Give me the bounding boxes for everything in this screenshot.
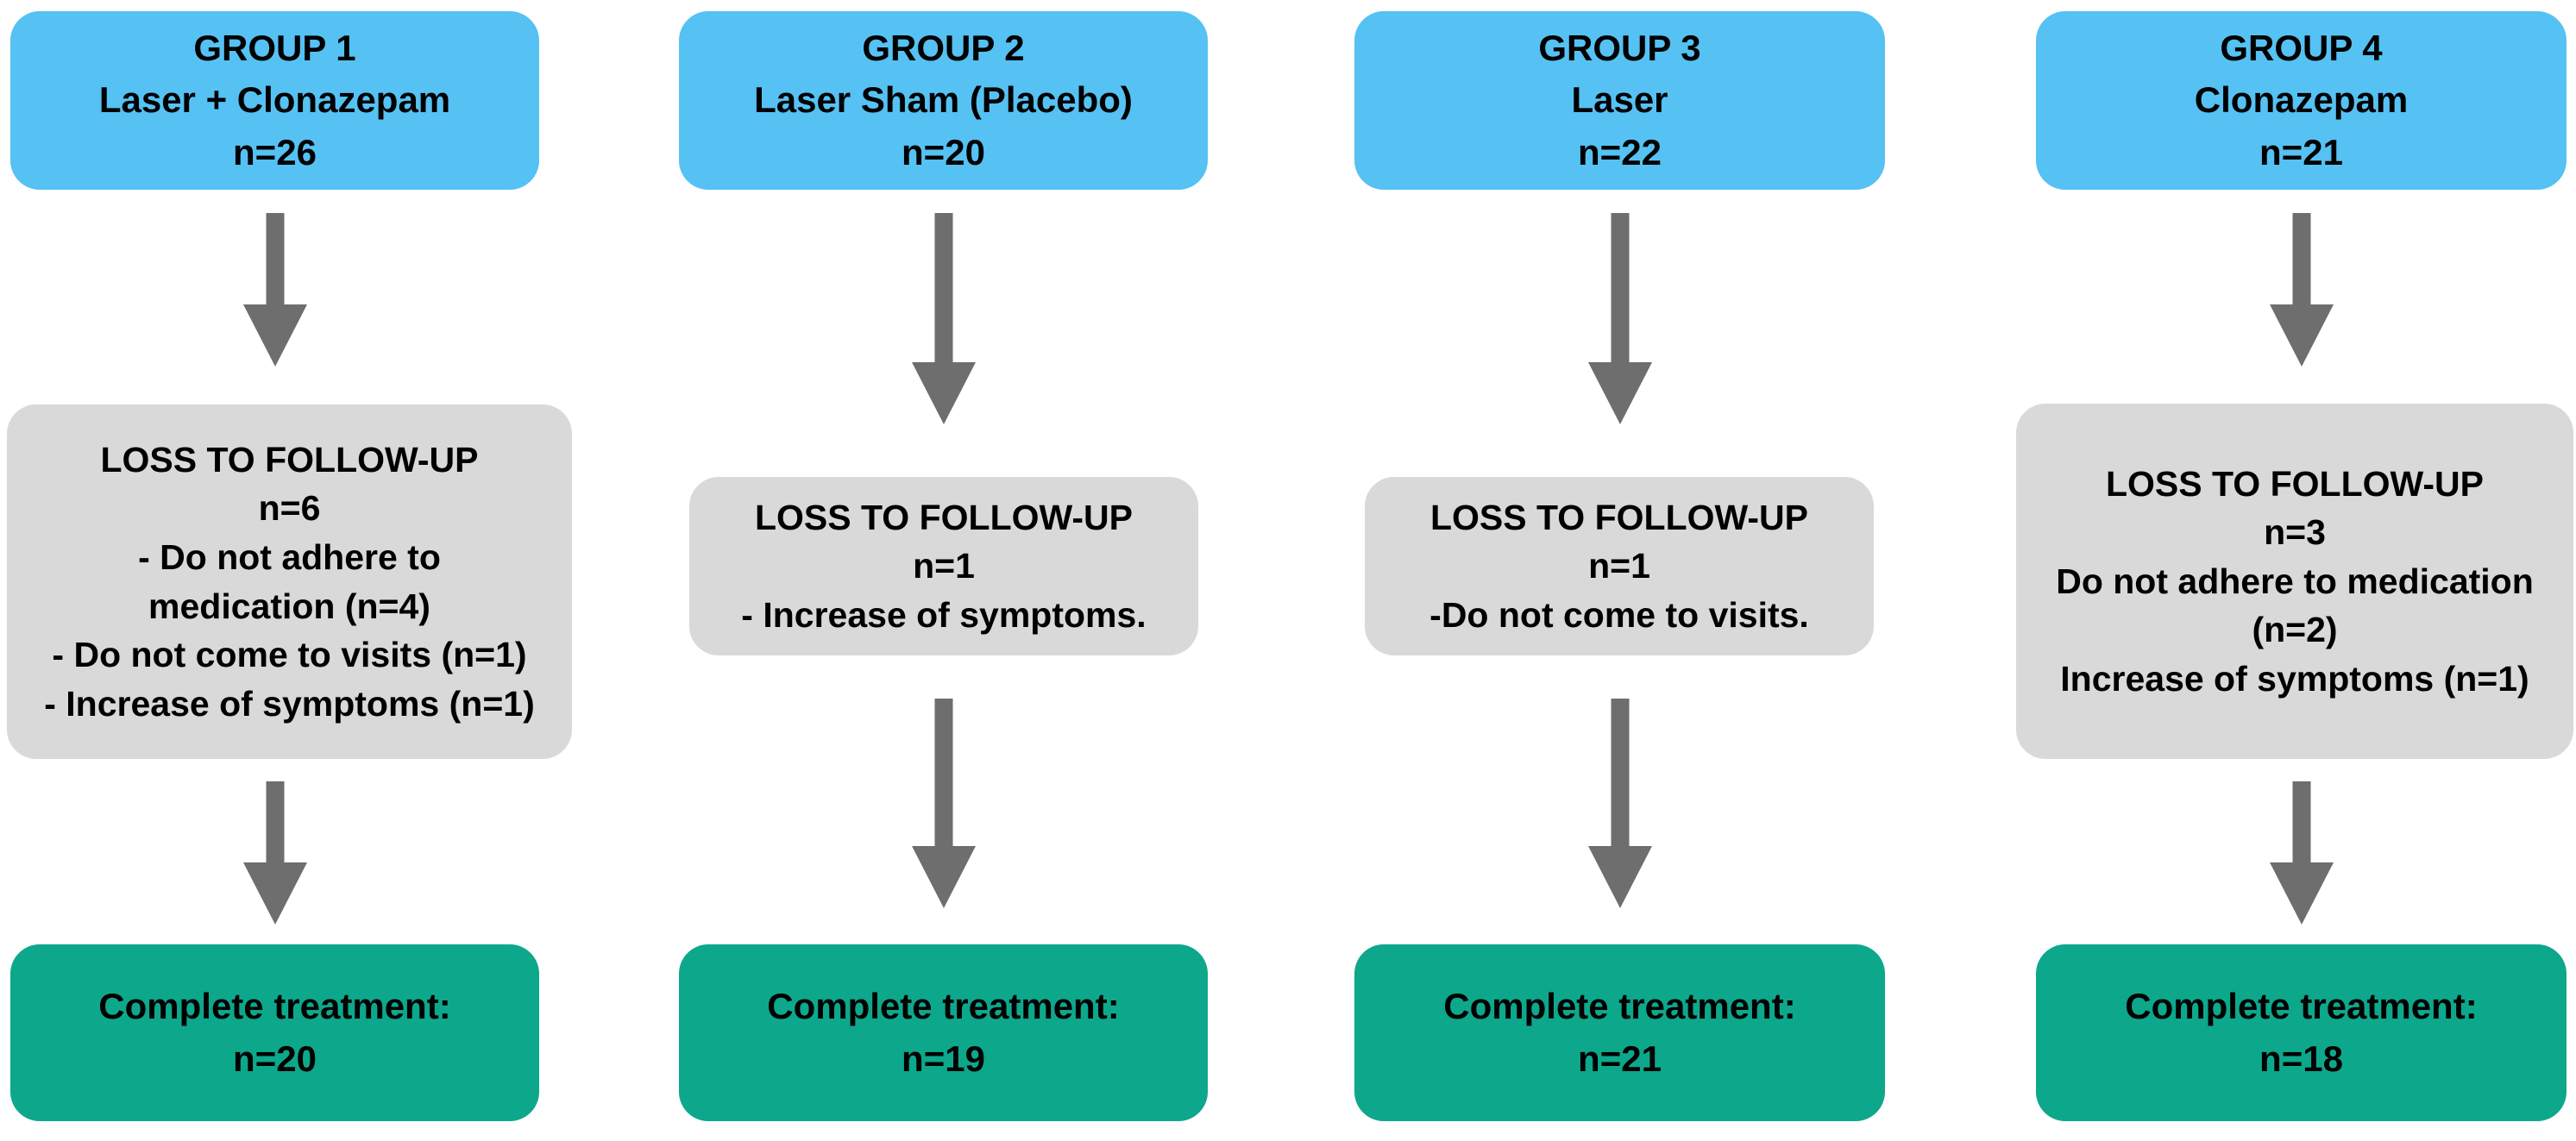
down-arrow-icon <box>1587 213 1652 424</box>
complete-treatment-box: Complete treatment: n=18 <box>2036 944 2567 1121</box>
group-allocation-box: GROUP 1 Laser + Clonazepam n=26 <box>10 11 539 190</box>
group-allocation-box: GROUP 3 Laser n=22 <box>1354 11 1885 190</box>
arrow-stem <box>2292 781 2310 864</box>
arrow-stem <box>934 213 952 364</box>
complete-treatment-box: Complete treatment: n=19 <box>679 944 1208 1121</box>
arrow-head <box>2269 862 2334 925</box>
arrow-stem <box>1611 699 1629 848</box>
arrow-stem <box>2292 213 2310 306</box>
arrow-stem <box>266 781 284 864</box>
flow-column-group-4: GROUP 4 Clonazepam n=21 LOSS TO FOLLOW-U… <box>2016 0 2573 1141</box>
arrow-head <box>1587 846 1652 908</box>
arrow-stem <box>934 699 952 848</box>
down-arrow-icon <box>242 781 307 925</box>
complete-treatment-box: Complete treatment: n=21 <box>1354 944 1885 1121</box>
arrow-head <box>2269 304 2334 367</box>
loss-to-follow-up-box: LOSS TO FOLLOW-UP n=1 -Do not come to vi… <box>1365 477 1874 655</box>
flow-column-group-2: GROUP 2 Laser Sham (Placebo) n=20 LOSS T… <box>679 0 1208 1141</box>
loss-to-follow-up-box: LOSS TO FOLLOW-UP n=1 - Increase of symp… <box>689 477 1198 655</box>
arrow-stem <box>266 213 284 306</box>
down-arrow-icon <box>2269 213 2334 367</box>
group-allocation-box: GROUP 4 Clonazepam n=21 <box>2036 11 2567 190</box>
arrow-head <box>911 362 976 424</box>
arrow-head <box>242 862 307 925</box>
loss-to-follow-up-box: LOSS TO FOLLOW-UP n=3 Do not adhere to m… <box>2016 404 2573 759</box>
flow-column-group-3: GROUP 3 Laser n=22 LOSS TO FOLLOW-UP n=1… <box>1354 0 1885 1141</box>
arrow-stem <box>1611 213 1629 364</box>
complete-treatment-box: Complete treatment: n=20 <box>10 944 539 1121</box>
group-allocation-box: GROUP 2 Laser Sham (Placebo) n=20 <box>679 11 1208 190</box>
arrow-head <box>1587 362 1652 424</box>
down-arrow-icon <box>1587 699 1652 908</box>
down-arrow-icon <box>911 699 976 908</box>
down-arrow-icon <box>2269 781 2334 925</box>
down-arrow-icon <box>242 213 307 367</box>
flow-column-group-1: GROUP 1 Laser + Clonazepam n=26 LOSS TO … <box>7 0 572 1141</box>
loss-to-follow-up-box: LOSS TO FOLLOW-UP n=6 - Do not adhere to… <box>7 404 572 759</box>
arrow-head <box>911 846 976 908</box>
arrow-head <box>242 304 307 367</box>
down-arrow-icon <box>911 213 976 424</box>
